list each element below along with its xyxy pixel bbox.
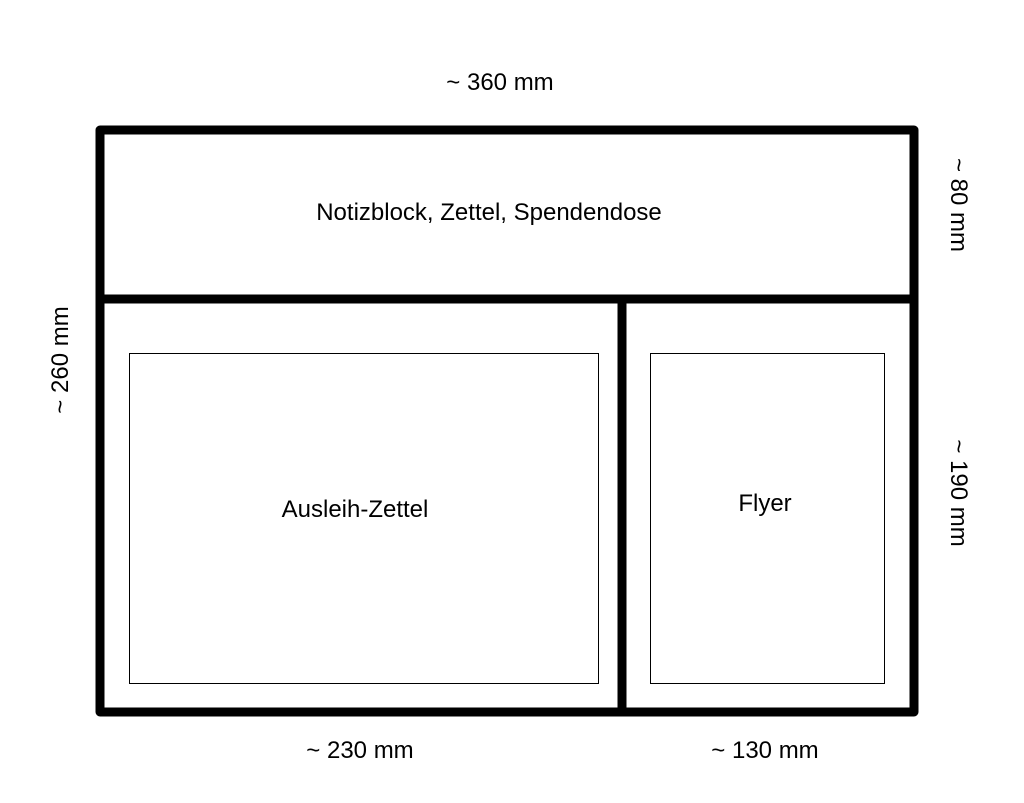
inner-box-right bbox=[650, 353, 885, 684]
compartment-label-bottom-right: Flyer bbox=[738, 490, 791, 517]
dimension-bottom-height: ~ 190 mm bbox=[945, 439, 972, 546]
dimension-left-width: ~ 230 mm bbox=[306, 737, 413, 764]
dimension-top-height: ~ 80 mm bbox=[945, 158, 972, 252]
dimension-total-height: ~ 260 mm bbox=[47, 306, 74, 413]
dimension-total-width: ~ 360 mm bbox=[446, 69, 553, 96]
compartment-label-bottom-left: Ausleih-Zettel bbox=[282, 496, 429, 523]
dimension-right-width: ~ 130 mm bbox=[711, 737, 818, 764]
compartment-label-top: Notizblock, Zettel, Spendendose bbox=[316, 199, 662, 226]
inner-box-left bbox=[129, 353, 599, 684]
outer-frame bbox=[95, 125, 919, 717]
